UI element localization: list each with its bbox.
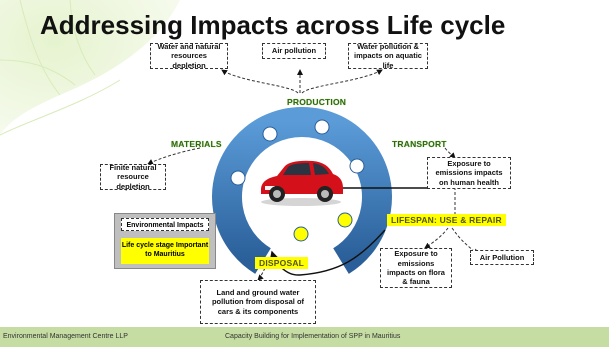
impact-human-health: Exposure to emissions impacts on human h… <box>427 157 511 189</box>
ring-dot-materials <box>230 170 246 186</box>
ring-dot-disposal <box>293 226 309 242</box>
lifecycle-ring <box>212 106 392 274</box>
car-icon <box>261 160 343 206</box>
stage-transport: TRANSPORT <box>392 139 447 149</box>
footer-organization: Environmental Management Centre LLP <box>3 333 128 340</box>
ring-dot-production-right <box>314 119 330 135</box>
stage-use-repair: LIFESPAN: USE & REPAIR <box>387 214 506 226</box>
legend: Environmental Impacts Life cycle stage I… <box>114 213 216 269</box>
slide-title: Addressing Impacts across Life cycle <box>40 10 506 40</box>
impact-water-resources: Water and natural resources depletion <box>150 42 228 70</box>
legend-environmental-impacts: Environmental Impacts <box>121 218 209 231</box>
impact-air-pollution-use: Air Pollution <box>470 250 534 265</box>
stage-disposal: DISPOSAL <box>255 257 309 269</box>
ring-dot-use <box>337 212 353 228</box>
impact-disposal-pollution: Land and ground water pollution from dis… <box>200 280 316 324</box>
stage-production: PRODUCTION <box>287 97 347 107</box>
footer-project: Capacity Building for Implementation of … <box>225 333 401 340</box>
ring-dot-production-left <box>262 126 278 142</box>
impact-flora-fauna: Exposure to emissions impacts on flora &… <box>380 248 452 288</box>
impact-water-pollution: Water pollution & impacts on aquatic lif… <box>348 42 428 70</box>
legend-important-stage: Life cycle stage Important to Mauritius <box>121 238 209 264</box>
footer-bar: Environmental Management Centre LLP Capa… <box>0 327 609 347</box>
impact-finite-resources: Finite natural resource depletion <box>100 163 166 191</box>
impact-air-pollution-production: Air pollution <box>262 43 326 59</box>
ring-dot-transport <box>349 158 365 174</box>
stage-materials: MATERIALS <box>171 139 222 149</box>
